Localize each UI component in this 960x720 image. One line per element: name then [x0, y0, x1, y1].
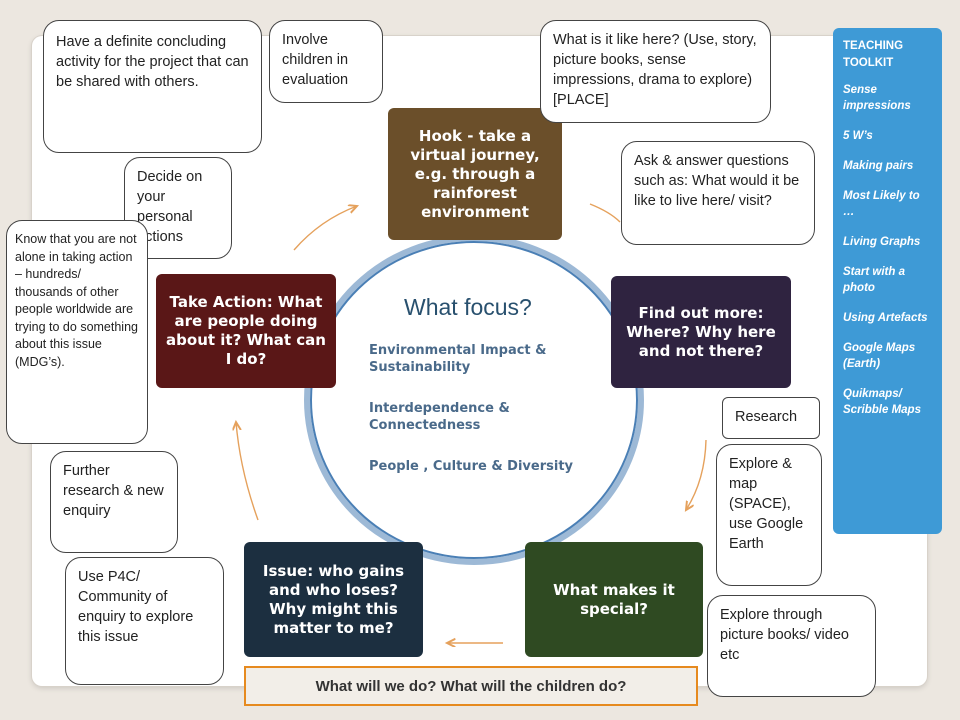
note-picture-books: Explore through picture books/ video etc	[707, 595, 876, 697]
stage-find-out: Find out more: Where? Why here and not t…	[611, 276, 791, 388]
note-further-research: Further research & new enquiry	[50, 451, 178, 553]
toolkit-item: Google Maps (Earth)	[843, 342, 916, 370]
teaching-toolkit: TEACHING TOOLKIT Sense impressions 5 W’s…	[833, 28, 942, 534]
toolkit-item: Most Likely to …	[843, 190, 920, 218]
toolkit-item: Start with a photo	[843, 266, 905, 294]
toolkit-item: Sense impressions	[843, 84, 911, 112]
center-title: What focus?	[404, 294, 532, 320]
toolkit-item: 5 W’s	[843, 130, 873, 142]
note-what-like: What is it like here? (Use, story, pictu…	[540, 20, 771, 123]
note-evaluation: Involve children in evaluation	[269, 20, 383, 103]
note-ask-answer: Ask & answer questions such as: What wou…	[621, 141, 815, 245]
theme-interdependence: Interdependence & Connectedness	[369, 401, 510, 433]
stage-take-action: Take Action: What are people doing about…	[156, 274, 336, 388]
stage-issue: Issue: who gains and who loses? Why migh…	[244, 542, 423, 657]
toolkit-item: Making pairs	[843, 160, 914, 172]
note-explore-map: Explore & map (SPACE), use Google Earth	[716, 444, 822, 586]
bottom-banner: What will we do? What will the children …	[244, 666, 698, 706]
toolkit-item: Living Graphs	[843, 236, 921, 248]
toolkit-title: TEACHING TOOLKIT	[843, 40, 904, 69]
theme-environment: Environmental Impact & Sustainability	[369, 343, 547, 375]
note-not-alone: Know that you are not alone in taking ac…	[6, 220, 148, 444]
note-research: Research	[722, 397, 820, 439]
theme-people: People , Culture & Diversity	[369, 459, 574, 474]
note-p4c: Use P4C/ Community of enquiry to explore…	[65, 557, 224, 685]
stage-special: What makes it special?	[525, 542, 703, 657]
note-concluding: Have a definite concluding activity for …	[43, 20, 262, 153]
stage-hook: Hook - take a virtual journey, e.g. thro…	[388, 108, 562, 240]
toolkit-item: Using Artefacts	[843, 312, 928, 324]
note-decide: Decide on your personal actions	[124, 157, 232, 259]
toolkit-item: Quikmaps/ Scribble Maps	[843, 388, 921, 416]
